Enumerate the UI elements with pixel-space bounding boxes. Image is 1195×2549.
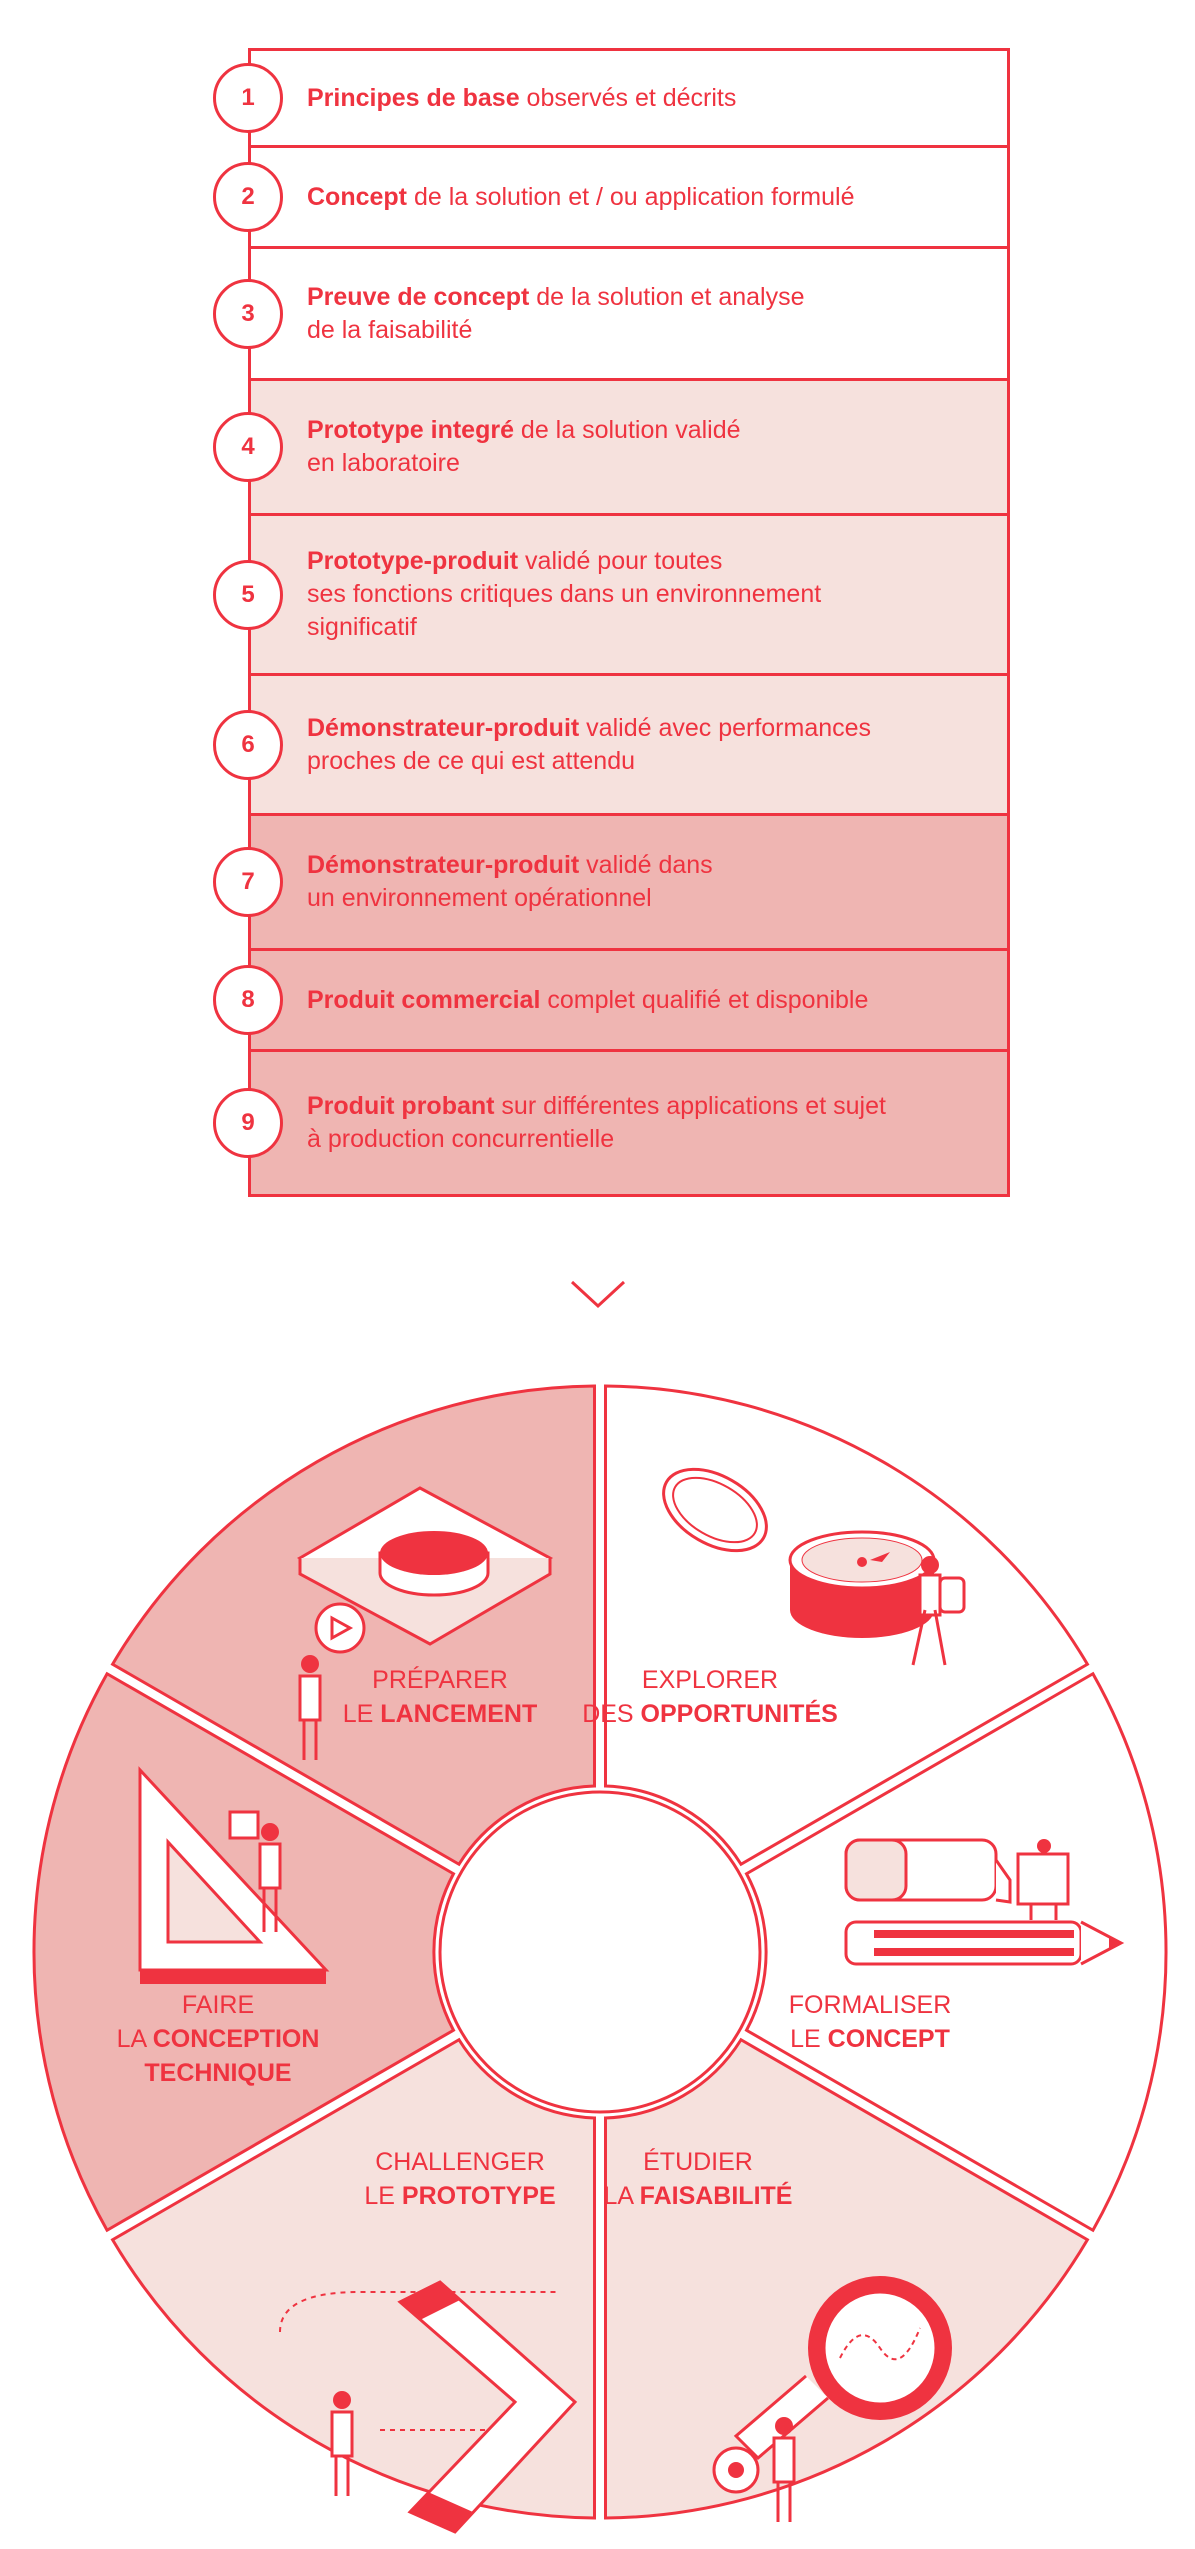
level-title: Produit probant <box>307 1092 495 1120</box>
level-number-badge: 4 <box>213 412 283 482</box>
level-description: Produit commercial complet qualifié et d… <box>307 984 908 1017</box>
trl-level-row: 9 Produit probant sur différentes applica… <box>213 1052 1010 1197</box>
level-text: sur différentes applications et sujet <box>494 1092 886 1120</box>
level-number-badge: 8 <box>213 965 283 1035</box>
level-number-badge: 7 <box>213 847 283 917</box>
level-title: Preuve de concept <box>307 282 530 311</box>
boomerang-icon <box>279 2280 578 2534</box>
level-text: de la solution validé <box>513 416 741 444</box>
segment-label-strong: CONCEPT <box>828 2025 950 2053</box>
wheel-segment <box>604 2037 1090 2520</box>
segment-label: CHALLENGER LE PROTOTYPE <box>364 2148 555 2210</box>
segment-label-line1: FORMALISER <box>789 1991 952 2019</box>
level-text: de la solution et analyse <box>529 282 805 311</box>
level-text: de la solution et / ou application formu… <box>407 182 855 211</box>
trl-level-row: 7 Démonstrateur-produit validé dans un env… <box>213 816 1010 951</box>
level-title: Concept <box>307 182 407 211</box>
level-number-badge: 1 <box>213 63 283 133</box>
level-description: Concept de la solution et / ou applicati… <box>307 181 895 214</box>
segment-label-prefix: LA <box>117 2025 153 2053</box>
segment-label-strong: CONCEPTION <box>153 2025 320 2053</box>
set-square-icon <box>138 1766 330 1984</box>
trl-level-row: 2 Concept de la solution et / ou applicat… <box>213 148 1010 249</box>
level-text: à production concurrentielle <box>307 1125 615 1153</box>
segment-label-line1: PRÉPARER <box>372 1665 508 1694</box>
trl-level-row: 5 Prototype-produit validé pour toutes ses… <box>213 516 1010 676</box>
segment-label-prefix: LA <box>604 2182 640 2210</box>
level-text: validé avec performances <box>579 713 872 742</box>
segment-label-prefix: LE <box>343 1700 381 1728</box>
level-number-badge: 5 <box>213 559 283 630</box>
trl-level-row: 3 Preuve de concept de la solution et ana… <box>213 249 1010 381</box>
level-text: un environnement opérationnel <box>307 884 652 912</box>
level-title: Prototype-produit <box>307 547 519 575</box>
segment-label-line1: CHALLENGER <box>375 2148 545 2176</box>
compass-icon <box>662 1467 966 1666</box>
trl-level-row: 8 Produit commercial complet qualifié et … <box>213 951 1010 1052</box>
segment-label-prefix: LE <box>790 2025 828 2053</box>
level-description: Démonstrateur-produit validé avec perfor… <box>307 712 911 778</box>
level-description: Preuve de concept de la solution et anal… <box>307 281 845 347</box>
level-title: Démonstrateur-produit <box>307 851 580 879</box>
level-number-badge: 3 <box>213 278 283 349</box>
trl-level-row: 6 Démonstrateur-produit validé avec perfo… <box>213 676 1010 816</box>
segment-label-prefix: DES <box>582 1700 640 1728</box>
level-number-badge: 6 <box>213 709 283 780</box>
segment-label-line1: FAIRE <box>182 1991 254 2019</box>
segment-label: PRÉPARER LE LANCEMENT <box>343 1665 537 1728</box>
segment-label-line1: EXPLORER <box>642 1666 778 1694</box>
segment-label-strong: LANCEMENT <box>380 1700 537 1728</box>
segment-label-strong: FAISABILITÉ <box>640 2181 793 2210</box>
trl-level-row: 4 Prototype integré de la solution validé… <box>213 381 1010 516</box>
level-description: Démonstrateur-produit validé dans un envi… <box>307 849 753 915</box>
level-title: Prototype integré <box>307 416 514 444</box>
pencil-eraser-icon <box>844 1838 1125 1966</box>
level-description: Prototype integré de la solution validé e… <box>307 414 781 480</box>
level-title: Produit commercial <box>307 985 541 1014</box>
level-description: Principes de base observés et décrits <box>307 82 776 115</box>
level-text: validé dans <box>579 851 713 879</box>
level-text: validé pour toutes <box>518 547 723 575</box>
launch-button-icon <box>296 1486 554 1760</box>
level-text: observés et décrits <box>519 83 737 112</box>
level-text: ses fonctions critiques dans un environn… <box>307 580 822 608</box>
segment-label-strong: TECHNIQUE <box>144 2059 291 2087</box>
segment-label-strong: PROTOTYPE <box>402 2182 556 2210</box>
level-description: Prototype-produit validé pour toutes ses … <box>307 545 861 644</box>
level-number-badge: 9 <box>213 1088 283 1158</box>
trl-level-row: 1 Principes de base observés et décrits <box>213 48 1010 148</box>
segment-label: FORMALISER LE CONCEPT <box>789 1991 952 2053</box>
segment-label: FAIRE LA CONCEPTION TECHNIQUE <box>117 1991 320 2087</box>
level-text: significatif <box>307 613 417 641</box>
wheel-center <box>438 1790 762 2114</box>
level-text: complet qualifié et disponible <box>540 985 869 1014</box>
segment-label-prefix: LE <box>364 2182 402 2210</box>
level-text: de la faisabilité <box>307 315 473 344</box>
level-text: proches de ce qui est attendu <box>307 746 636 775</box>
segment-label-strong: OPPORTUNITÉS <box>641 1699 838 1728</box>
magnifier-icon <box>712 2276 952 2522</box>
level-text: en laboratoire <box>307 449 460 477</box>
segment-label-line1: ÉTUDIER <box>643 2147 753 2176</box>
chevron-down-icon <box>570 1280 626 1309</box>
level-description: Produit probant sur différentes applicat… <box>307 1090 926 1156</box>
level-title: Démonstrateur-produit <box>307 713 580 742</box>
level-number-badge: 2 <box>213 162 283 232</box>
level-title: Principes de base <box>307 83 520 112</box>
